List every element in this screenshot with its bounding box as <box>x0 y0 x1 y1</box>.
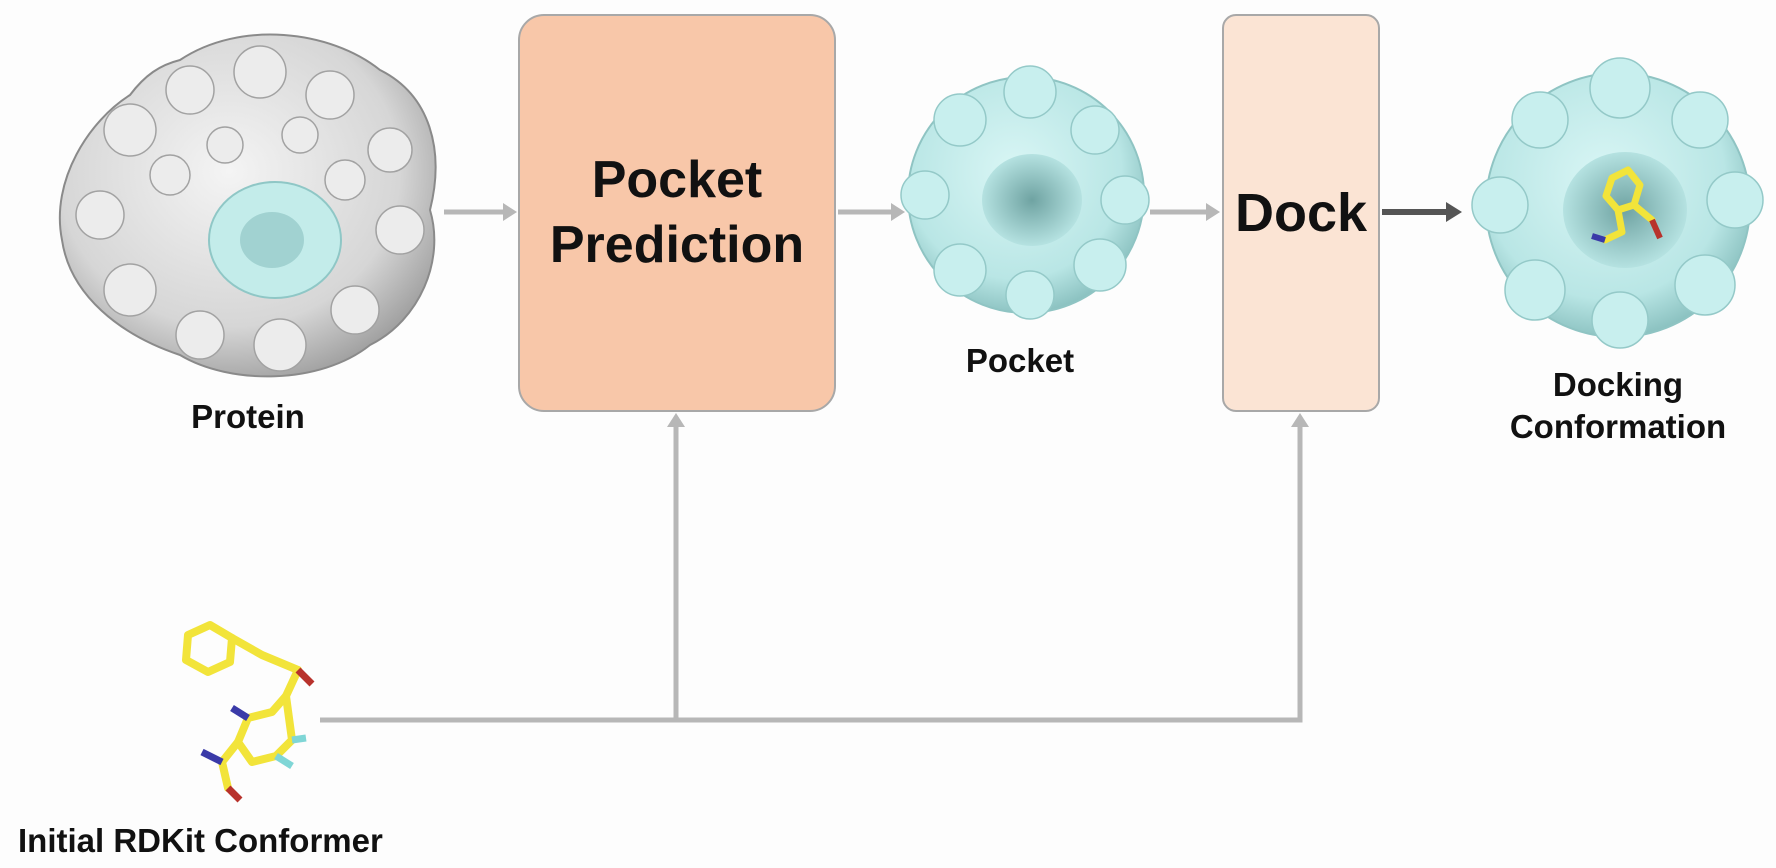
docking-conformation-label: Docking Conformation <box>1509 366 1727 446</box>
protein-surface-icon <box>58 33 437 378</box>
arrow-prediction-to-pocket <box>838 203 905 221</box>
pocket-label: Pocket <box>965 342 1075 379</box>
pocket-surface-icon <box>900 65 1150 320</box>
initial-conformer-label: Initial RDKit Conformer <box>18 822 383 859</box>
docked-ligand-surface-icon <box>1471 57 1764 349</box>
arrow-conformer-feed <box>320 413 1309 723</box>
pocket-prediction-label: Pocket Prediction <box>549 151 805 274</box>
dock-label: Dock <box>1234 183 1368 243</box>
pocket-prediction-box: Pocket Prediction <box>518 14 836 412</box>
protein-label: Protein <box>191 398 305 435</box>
arrow-dock-to-docking-conformation <box>1382 202 1462 222</box>
dock-box: Dock <box>1222 14 1380 412</box>
arrow-pocket-to-dock <box>1150 203 1220 221</box>
arrow-protein-to-prediction <box>444 203 517 221</box>
ligand-stick-model-icon <box>182 621 315 803</box>
